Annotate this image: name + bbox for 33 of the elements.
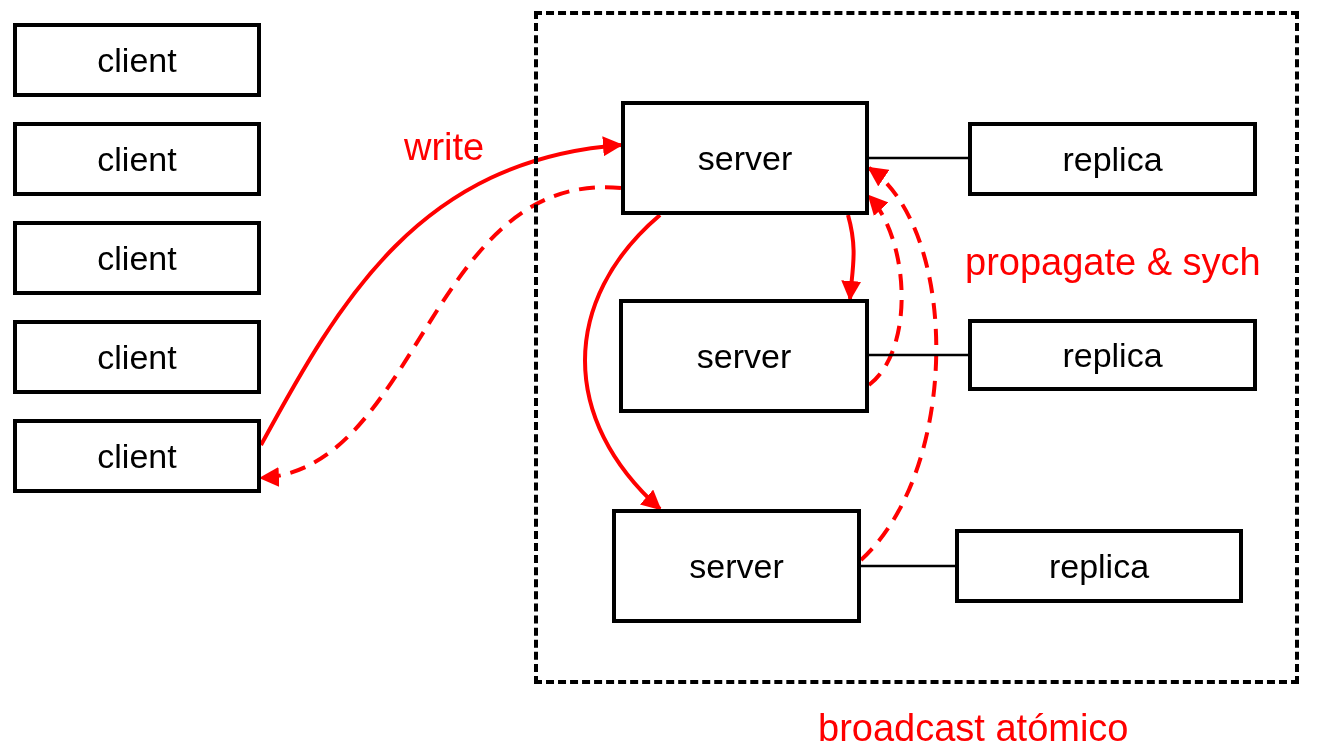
arrow (859, 166, 939, 562)
replica-box (968, 122, 1257, 196)
replica-box (968, 319, 1257, 391)
arrow (867, 194, 904, 387)
node-label: replica (1062, 139, 1163, 179)
node-label: client (97, 436, 177, 476)
node-label: replica (1048, 546, 1150, 586)
server-box (621, 101, 869, 215)
node-label: replica (1062, 335, 1163, 375)
annotation-text: propagate & sych (965, 243, 1261, 281)
node-label: client (97, 337, 177, 377)
arrow (583, 213, 662, 511)
connector-line (869, 156, 968, 160)
node-label: client (97, 40, 177, 80)
node-label: client (97, 139, 177, 179)
node-label: server (689, 546, 784, 586)
replica-box (955, 529, 1243, 603)
server-box (619, 299, 869, 413)
client-box (13, 221, 261, 295)
client-box (13, 122, 261, 196)
group-caption: broadcast atómico (818, 707, 1129, 750)
arrow (841, 214, 862, 301)
node-label: server (696, 336, 792, 376)
arrow (259, 137, 623, 446)
arrow (259, 186, 622, 485)
node-label: client (97, 238, 177, 278)
server-box (612, 509, 861, 623)
connector-line (861, 564, 955, 568)
client-box (13, 23, 261, 97)
client-box (13, 419, 261, 493)
connector-line (869, 353, 968, 357)
client-box (13, 320, 261, 394)
node-label: server (697, 138, 793, 178)
